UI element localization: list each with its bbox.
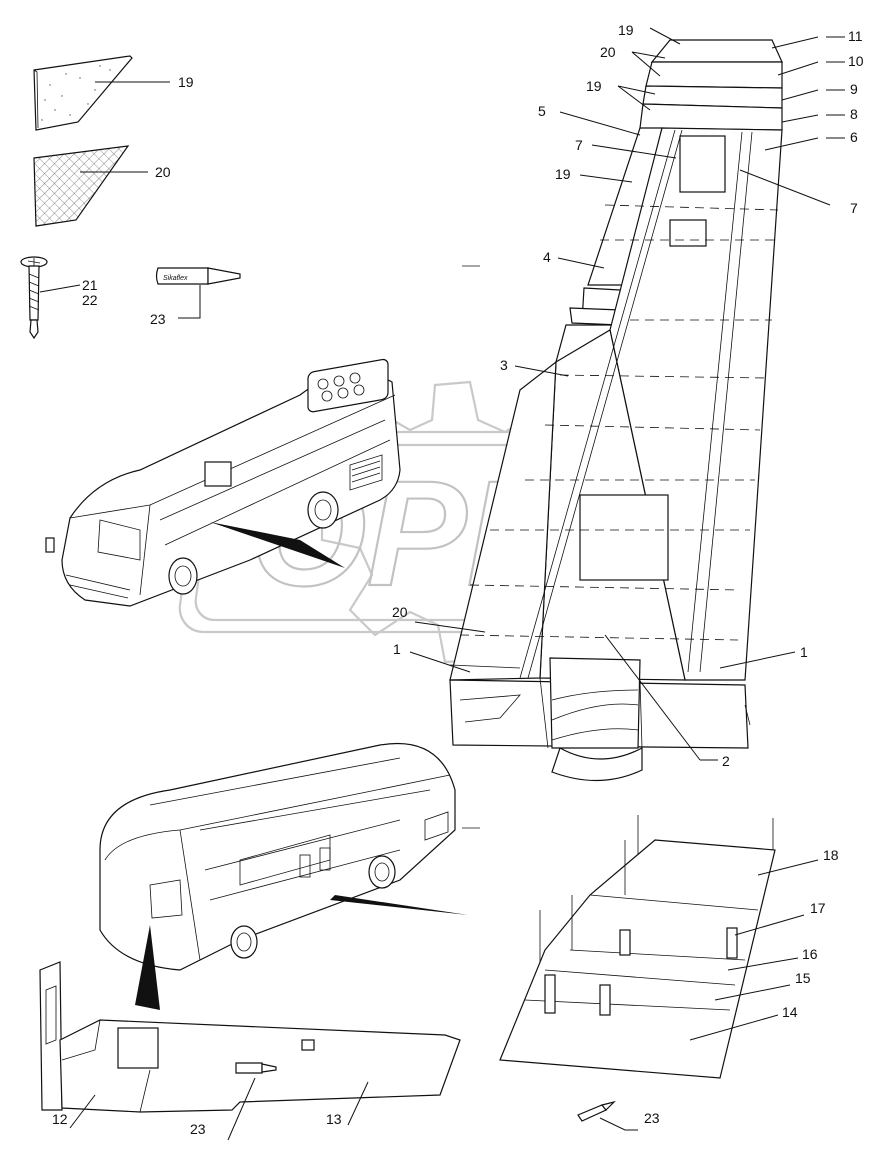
callout-6: 6 (850, 129, 858, 145)
bus-rear-view (99, 742, 468, 1010)
callout-9: 9 (850, 81, 858, 97)
callout-21: 21 (82, 277, 98, 293)
callout-12: 12 (52, 1111, 68, 1127)
arrow-pointer-down (135, 925, 160, 1010)
callout-19-mid: 19 (586, 78, 602, 94)
sealant-tube-bottom (577, 1100, 616, 1122)
callout-16: 16 (802, 946, 818, 962)
floor-bracket (544, 927, 738, 1016)
arrow-pointer (210, 522, 345, 568)
callout-15: 15 (795, 970, 811, 986)
callout-7-right: 7 (850, 200, 858, 216)
callout-1-left: 1 (393, 641, 401, 657)
callout-4: 4 (543, 249, 551, 265)
callout-19-left: 19 (555, 166, 571, 182)
callout-23-tube: 23 (150, 311, 166, 327)
sealant-tube-floor (235, 1062, 277, 1074)
callout-2: 2 (722, 753, 730, 769)
callout-18: 18 (823, 847, 839, 863)
callout-14: 14 (782, 1004, 798, 1020)
callout-3: 3 (500, 357, 508, 373)
callout-8: 8 (850, 106, 858, 122)
callout-23-floor: 23 (190, 1121, 206, 1137)
callout-20-sample: 20 (155, 164, 171, 180)
arrow-pointer-right (330, 895, 468, 915)
bus-side-view (45, 358, 401, 607)
callout-13: 13 (326, 1111, 342, 1127)
callout-19-top: 19 (618, 22, 634, 38)
callout-20-low: 20 (392, 604, 408, 620)
foam-panel-sample (33, 55, 133, 131)
mesh-panel-sample (33, 145, 130, 227)
callout-7-left: 7 (575, 137, 583, 153)
callout-17: 17 (810, 900, 826, 916)
floor-covering-assembly (449, 39, 783, 782)
callout-23-bottom: 23 (644, 1110, 660, 1126)
callout-1-right: 1 (800, 644, 808, 660)
callout-22: 22 (82, 292, 98, 308)
sealant-tube-icon: Sikaflex (155, 267, 241, 285)
screw-icon (20, 256, 48, 340)
callout-11: 11 (848, 28, 863, 44)
callout-5: 5 (538, 103, 546, 119)
tube-brand-label: Sikaflex (163, 275, 188, 282)
callout-10: 10 (848, 53, 864, 69)
callout-20-top: 20 (600, 44, 616, 60)
front-floor-panel (39, 961, 461, 1113)
callout-19-sample: 19 (178, 74, 194, 90)
rear-floor-panel (499, 815, 776, 1079)
